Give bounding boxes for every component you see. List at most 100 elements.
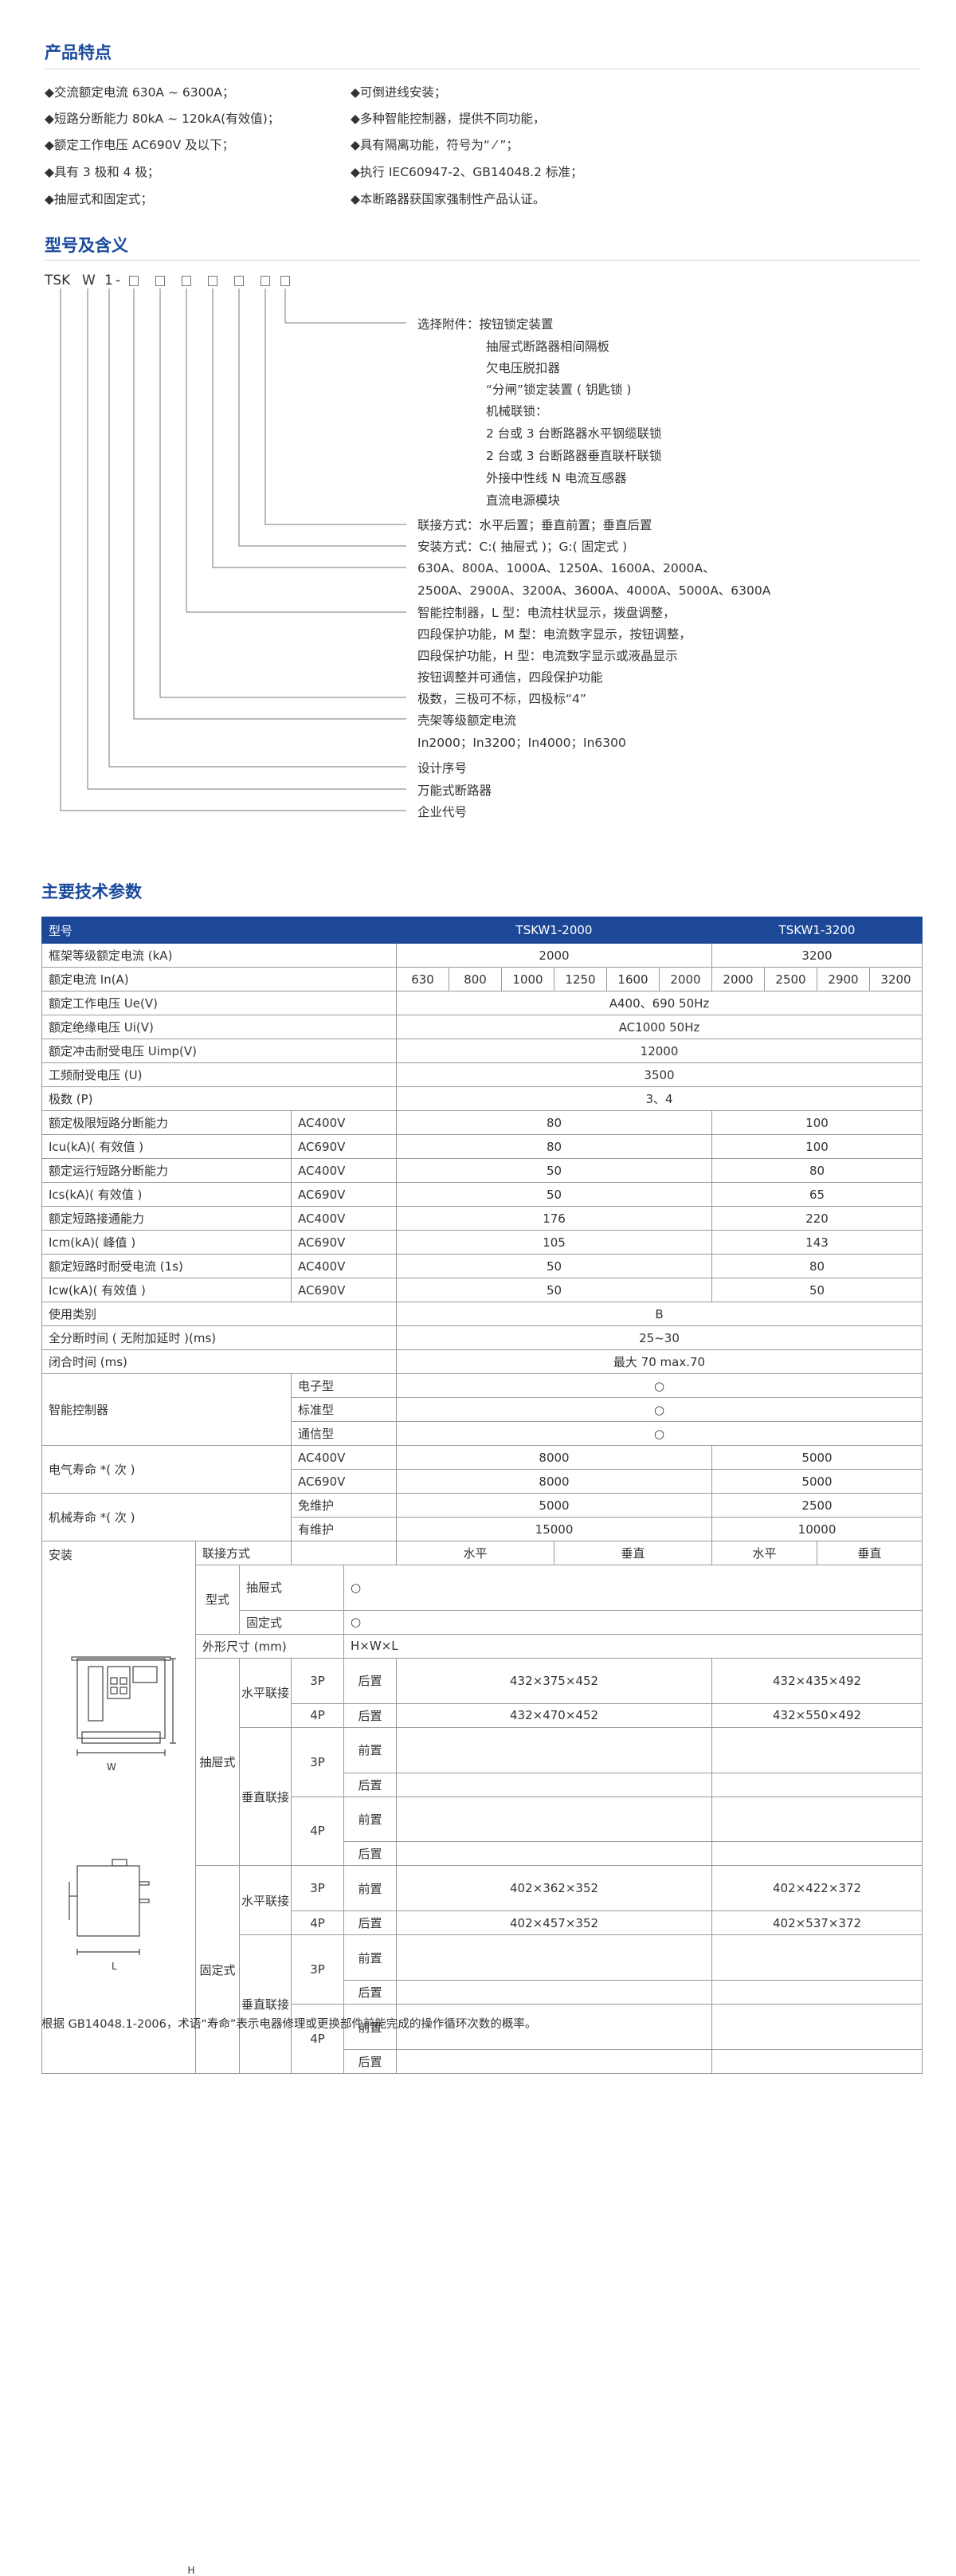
cell-value: 8000: [396, 1445, 713, 1470]
legend-line: “分闸”锁定装置 ( 钥匙锁 ): [486, 383, 632, 397]
row-label: 型式: [195, 1565, 240, 1635]
header-tskw1-3200: TSKW1-3200: [711, 917, 923, 944]
table-row: 额定短路时耐受电流 (1s) AC400V 50 80: [41, 1254, 923, 1278]
model-title: 型号及含义: [45, 236, 128, 255]
row-label: 联接方式: [194, 1541, 292, 1565]
legend-line: 选择附件：按钮锁定装置: [417, 317, 554, 332]
feature-item: ◆具有 3 极和 4 极；: [45, 165, 160, 179]
model-code-box: [280, 276, 290, 286]
feature-item: ◆执行 IEC60947-2、GB14048.2 标准；: [351, 165, 583, 179]
cell-empty: [711, 1726, 923, 1773]
row-label: 水平联接: [238, 1865, 292, 1936]
cell-value: 5000: [711, 1469, 923, 1494]
cell-empty: [396, 1726, 713, 1773]
table-row: 后置: [42, 1841, 923, 1867]
maintenance-label: 有维护: [291, 1517, 398, 1541]
legend-line: 万能式断路器: [417, 783, 492, 798]
pole-label: 4P: [291, 1796, 345, 1867]
table-row: 使用类别 B: [41, 1302, 923, 1326]
cell-value: 432×470×452: [396, 1702, 713, 1728]
table-row: 后置: [42, 1772, 923, 1797]
cell-empty: [396, 1796, 713, 1843]
cell-empty: [711, 1980, 923, 2005]
header-tskw1-2000: TSKW1-2000: [396, 917, 713, 944]
row-label: Ics(kA)( 有效值 ): [41, 1182, 292, 1207]
pole-label: 4P: [291, 1910, 345, 1936]
cell-value: 12000: [396, 1039, 923, 1063]
legend-line: 设计序号: [417, 761, 468, 776]
voltage-label: AC400V: [291, 1254, 398, 1278]
position-label: 前置: [343, 1865, 398, 1912]
model-code-box: [155, 276, 165, 286]
model-code-part: W: [82, 273, 96, 289]
model-code-box: [182, 276, 191, 286]
model-code-part: -: [116, 273, 121, 289]
cell-value: 80: [711, 1254, 923, 1278]
table-row: 固定式 ○: [42, 1609, 923, 1635]
install-cell: 安装: [41, 1541, 196, 2576]
table-row: 额定冲击耐受电压 Uimp(V) 12000: [41, 1039, 923, 1063]
table-row: Icu(kA)( 有效值 ) AC690V 80 100: [41, 1134, 923, 1159]
cell-value: 1000: [501, 967, 555, 992]
cell-empty: [396, 1934, 713, 1981]
table-row: 固定式 水平联接 3P 前置 402×362×352 402×422×372: [42, 1865, 923, 2074]
table-row: 有维护 15000 10000: [42, 1517, 923, 1541]
row-label: 抽屉式: [195, 1657, 240, 1867]
cell-empty: [396, 1841, 713, 1867]
cell-value: 2900: [817, 967, 871, 992]
cell-mark: ○: [343, 1609, 923, 1635]
cell-value: 15000: [396, 1517, 713, 1541]
table-row: 机械寿命 *( 次 ) 免维护 5000 2500: [41, 1493, 923, 1541]
feature-item: ◆本断路器获国家强制性产品认证。: [351, 192, 546, 206]
cell-value: 176: [396, 1206, 713, 1231]
row-label: 额定绝缘电压 Ui(V): [41, 1015, 398, 1039]
legend-line: 630A、800A、1000A、1250A、1600A、2000A、: [417, 561, 715, 575]
legend-line: 外接中性线 N 电流互感器: [486, 471, 627, 485]
cell-value: 2000: [659, 967, 713, 992]
position-label: 前置: [343, 1934, 398, 1981]
row-label: Icm(kA)( 峰值 ): [41, 1230, 292, 1255]
cell-value: 100: [711, 1110, 923, 1135]
cell-value: 50: [396, 1182, 713, 1207]
cell-value: 水平: [711, 1541, 818, 1565]
cell-value: 402×457×352: [396, 1910, 713, 1936]
position-label: 后置: [343, 1702, 398, 1728]
row-label: 额定冲击耐受电压 Uimp(V): [41, 1039, 398, 1063]
cell-value: H×W×L: [343, 1633, 923, 1659]
feature-item: ◆额定工作电压 AC690V 及以下；: [45, 138, 235, 152]
controller-type: 电子型: [291, 1373, 398, 1398]
table-row: 型式 抽屉式 ○: [42, 1565, 923, 1635]
row-label: Icw(kA)( 有效值 ): [41, 1278, 292, 1302]
install-label: 安装: [49, 1548, 73, 1562]
table-row: 智能控制器 电子型 ○: [41, 1373, 923, 1446]
voltage-label: AC690V: [291, 1469, 398, 1494]
row-label: Icu(kA)( 有效值 ): [41, 1134, 292, 1159]
cell-value: B: [396, 1302, 923, 1326]
row-label: 额定运行短路分断能力: [41, 1158, 292, 1183]
voltage-label: AC400V: [291, 1158, 398, 1183]
row-label: 固定式: [195, 1865, 240, 2074]
cell-empty: [711, 1841, 923, 1867]
legend-line: 企业代号: [417, 805, 468, 819]
params-title: 主要技术参数: [41, 882, 142, 901]
cell-value: 2000: [711, 967, 766, 992]
cell-mark: ○: [396, 1373, 923, 1398]
feature-item: ◆抽屉式和固定式；: [45, 192, 153, 206]
cell-value: 402×362×352: [396, 1865, 713, 1912]
model-divider: [45, 260, 921, 261]
cell-value: 1600: [606, 967, 660, 992]
table-row: 标准型 ○: [42, 1397, 923, 1422]
position-label: 后置: [343, 1657, 398, 1704]
table-row: 电气寿命 *( 次 ) AC400V 8000 5000: [41, 1445, 923, 1494]
cell-value: 3200: [869, 967, 923, 992]
model-code-part: TSK: [45, 273, 71, 289]
cell-value: 5000: [396, 1493, 713, 1518]
table-header-row: 型号 TSKW1-2000 TSKW1-3200: [41, 917, 923, 944]
cell-empty: [291, 1541, 398, 1565]
cell-value: 105: [396, 1230, 713, 1255]
row-label: 水平联接: [238, 1657, 292, 1728]
row-label: 闭合时间 (ms): [41, 1349, 398, 1374]
table-row: 抽屉式 水平联接 3P 后置 432×375×452 432×435×492: [42, 1657, 923, 1867]
legend-line: 安装方式：C:( 抽屉式 )；G:( 固定式 ): [417, 540, 628, 554]
table-row: 极数 (P) 3、4: [41, 1086, 923, 1111]
